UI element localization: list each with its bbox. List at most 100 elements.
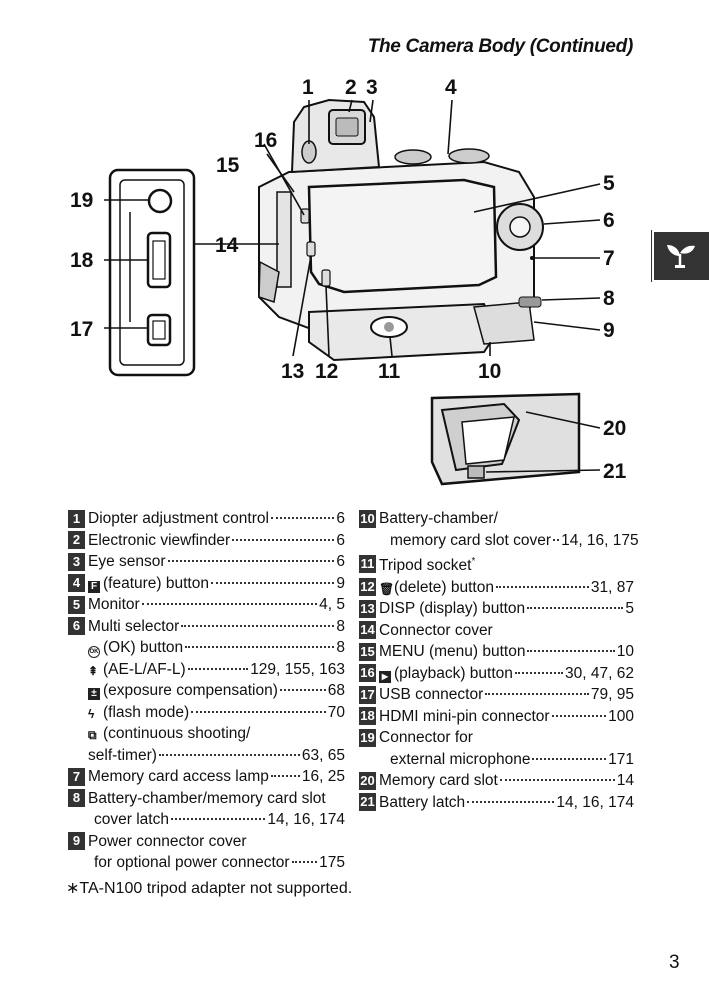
callout-6: 6 [603, 209, 615, 232]
part-label: USB connector [379, 684, 483, 706]
part-label: Battery-chamber/memory card slot [88, 788, 326, 810]
part-label-text: (flash mode) [103, 703, 190, 721]
camera-body [258, 98, 544, 362]
callout-8: 8 [603, 287, 615, 310]
page-reference: 9 [336, 574, 345, 592]
part-label: MENU (menu) button [379, 641, 525, 663]
callout-20: 20 [603, 417, 626, 440]
part-label: ⇞(AE-L/AF-L) [88, 659, 186, 681]
part-label: Memory card slot [379, 770, 498, 792]
part-list-item: ⇞(AE-L/AF-L)129, 155, 163 [68, 659, 345, 681]
part-label-text: Memory card access lamp [88, 768, 269, 785]
page-reference: 171 [608, 750, 634, 768]
exposure-compensation-icon: ± [88, 688, 100, 700]
dot-leader [181, 624, 335, 627]
part-number-badge: 13 [359, 599, 376, 618]
part-number-badge: 11 [359, 554, 376, 573]
part-label-text: Connector cover [379, 621, 493, 639]
part-label-text: cover latch [94, 811, 169, 828]
ok-button-icon: OK [88, 646, 100, 658]
dot-leader [467, 800, 555, 803]
part-number-badge: 12 [359, 578, 376, 597]
part-number-badge: 8 [68, 789, 85, 808]
part-label: ⧉(continuous shooting/ [88, 723, 250, 745]
part-number-badge: 19 [359, 728, 376, 747]
part-label-text: Memory card slot [379, 772, 498, 790]
page-reference: 6 [336, 510, 345, 527]
page-reference: 5 [625, 600, 634, 618]
part-label: Battery-chamber/ [379, 508, 498, 530]
dot-leader [551, 714, 607, 717]
sprout-icon [667, 245, 695, 268]
part-number-badge: 10 [359, 509, 376, 528]
callout-2: 2 [345, 76, 357, 99]
part-label-text: (OK) button [103, 639, 184, 656]
page-reference: 14, 16, 174 [556, 793, 634, 811]
page-reference: 8 [336, 617, 345, 635]
part-label-text: self-timer) [88, 746, 157, 764]
part-label: ▶(playback) button [379, 663, 513, 685]
page-header-title: The Camera Body (Continued) [367, 36, 634, 57]
part-label-text: memory card slot cover [390, 531, 552, 549]
part-label: memory card slot cover [384, 530, 551, 552]
continuous-shooting-icon: ⧉ [88, 728, 97, 742]
page-reference: 100 [608, 707, 634, 725]
callout-10: 10 [478, 360, 501, 383]
dot-leader [270, 775, 300, 777]
part-number-badge: 15 [359, 642, 376, 661]
part-label-text: Multi selector [88, 617, 180, 635]
page-reference: 63, 65 [301, 746, 345, 764]
callout-15: 15 [216, 154, 240, 177]
part-number-badge: 2 [68, 531, 85, 550]
part-label: Battery latch [379, 792, 465, 814]
feature-button-icon: F [88, 580, 100, 593]
dot-leader [532, 757, 607, 760]
callout-4: 4 [445, 76, 457, 99]
part-label-text: DISP (display) button [379, 600, 526, 618]
dot-leader [170, 818, 266, 820]
part-number-badge: 18 [359, 707, 376, 726]
camera-body-diagram: 1 2 3 4 5 6 7 8 9 10 11 12 13 14 15 16 1… [70, 76, 627, 486]
part-label-text: Electronic viewfinder [88, 531, 231, 549]
part-label: Multi selector [88, 616, 179, 638]
page-reference: 8 [336, 639, 345, 656]
part-label-text: Battery latch [379, 793, 466, 811]
callout-16: 16 [254, 129, 277, 152]
part-number-badge: 6 [68, 617, 85, 636]
part-label: Electronic viewfinder [88, 530, 230, 552]
page-reference: 79, 95 [590, 686, 634, 704]
dot-leader [232, 538, 335, 541]
connector-panel [108, 168, 196, 377]
part-label: external microphone [384, 749, 530, 771]
part-label-text: USB connector [379, 686, 484, 704]
page-reference: 10 [616, 643, 634, 661]
dot-leader [185, 646, 335, 648]
part-number-badge: 9 [68, 832, 85, 851]
page-reference: 16, 25 [301, 768, 345, 785]
callout-3: 3 [366, 76, 378, 99]
part-label: Connector cover [379, 620, 493, 642]
page-number: 3 [669, 952, 680, 973]
part-label-text: (exposure compensation) [103, 682, 278, 699]
callout-1: 1 [302, 76, 314, 99]
dot-leader [191, 710, 326, 713]
part-number-badge: 1 [68, 509, 85, 528]
part-label: F(feature) button [88, 573, 209, 595]
part-label: OK(OK) button [88, 637, 183, 659]
page-reference: 175 [319, 854, 345, 871]
